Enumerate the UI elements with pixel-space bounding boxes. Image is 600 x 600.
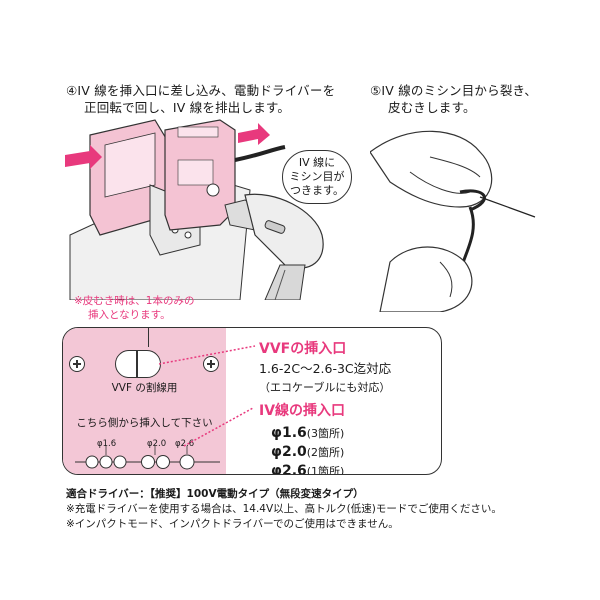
iv-specs: IV線の挿入口 φ1.6(3箇所) φ2.0(2箇所) φ2.6(1箇所) xyxy=(259,400,346,475)
step5-line2: 皮むきします。 xyxy=(388,100,476,115)
step4-line1: ④IV 線を挿入口に差し込み、電動ドライバーを xyxy=(66,83,336,98)
perforation-callout: IV 線に ミシン目が つきます。 xyxy=(282,150,352,204)
step4-line2: 正回転で回し、IV 線を排出します。 xyxy=(84,100,291,115)
callout-line3: つきます。 xyxy=(290,184,344,197)
vvf-label: VVF の割線用 xyxy=(111,382,178,394)
footer-line3: ※インパクトモード、インパクトドライバーでのご使用はできません。 xyxy=(66,518,399,530)
step4-instruction: ④IV 線を挿入口に差し込み、電動ドライバーを 正回転で回し、IV 線を排出しま… xyxy=(66,82,335,116)
compatibility-footer: 適合ドライバー：【推奨】100V電動タイプ（無段変速タイプ） ※充電ドライバーを… xyxy=(66,487,502,532)
vvf-range: 1.6-2C～2.6-3C迄対応 xyxy=(259,361,392,376)
iv-heading: IV線の挿入口 xyxy=(259,403,346,419)
single-wire-note: ※皮むき時は、1本のみの 挿入となります。 xyxy=(74,294,194,322)
callout-line2: ミシン目が xyxy=(289,170,345,183)
screw-icon xyxy=(203,356,219,372)
panel-face: VVF の割線用 こちら側から挿入して下さい φ1.6 φ2.0 φ2.6 xyxy=(63,328,226,474)
vvf-heading: VVFの挿入口 xyxy=(259,341,347,357)
footer-line1: 適合ドライバー：【推奨】100V電動タイプ（無段変速タイプ） xyxy=(66,488,364,500)
step5-line1: ⑤IV 線のミシン目から裂き、 xyxy=(370,83,538,98)
size-label-2-0: φ2.0 xyxy=(147,439,167,449)
stripper-drill-illustration xyxy=(65,119,324,300)
step5-instruction: ⑤IV 線のミシン目から裂き、 皮むきします。 xyxy=(370,82,537,116)
iv-item: φ2.6(1箇所) xyxy=(271,463,345,475)
callout-line1: IV 線に xyxy=(298,156,336,169)
peeling-hands-illustration xyxy=(370,130,536,312)
size-label-1-6: φ1.6 xyxy=(97,439,117,449)
note-line1: ※皮むき時は、1本のみの xyxy=(74,295,195,307)
iv-item: φ2.0(2箇所) xyxy=(271,444,345,460)
vvf-note: （エコケーブルにも対応） xyxy=(259,381,391,394)
iv-holes xyxy=(75,446,220,470)
insertion-panel: VVF の割線用 こちら側から挿入して下さい φ1.6 φ2.0 φ2.6 VV… xyxy=(62,327,442,475)
vvf-slot xyxy=(115,350,161,378)
insert-instruction: こちら側から挿入して下さい xyxy=(76,417,213,429)
connector-lines xyxy=(159,345,256,447)
iv-item: φ1.6(3箇所) xyxy=(271,425,345,441)
screw-icon xyxy=(69,356,85,372)
size-label-2-6: φ2.6 xyxy=(175,439,195,449)
note-line2: 挿入となります。 xyxy=(88,309,171,321)
vvf-specs: VVFの挿入口 1.6-2C～2.6-3C迄対応 （エコケーブルにも対応） xyxy=(259,338,391,396)
footer-line2: ※充電ドライバーを使用する場合は、14.4V以上、高トルク(低速)モードでご使用… xyxy=(66,503,502,515)
